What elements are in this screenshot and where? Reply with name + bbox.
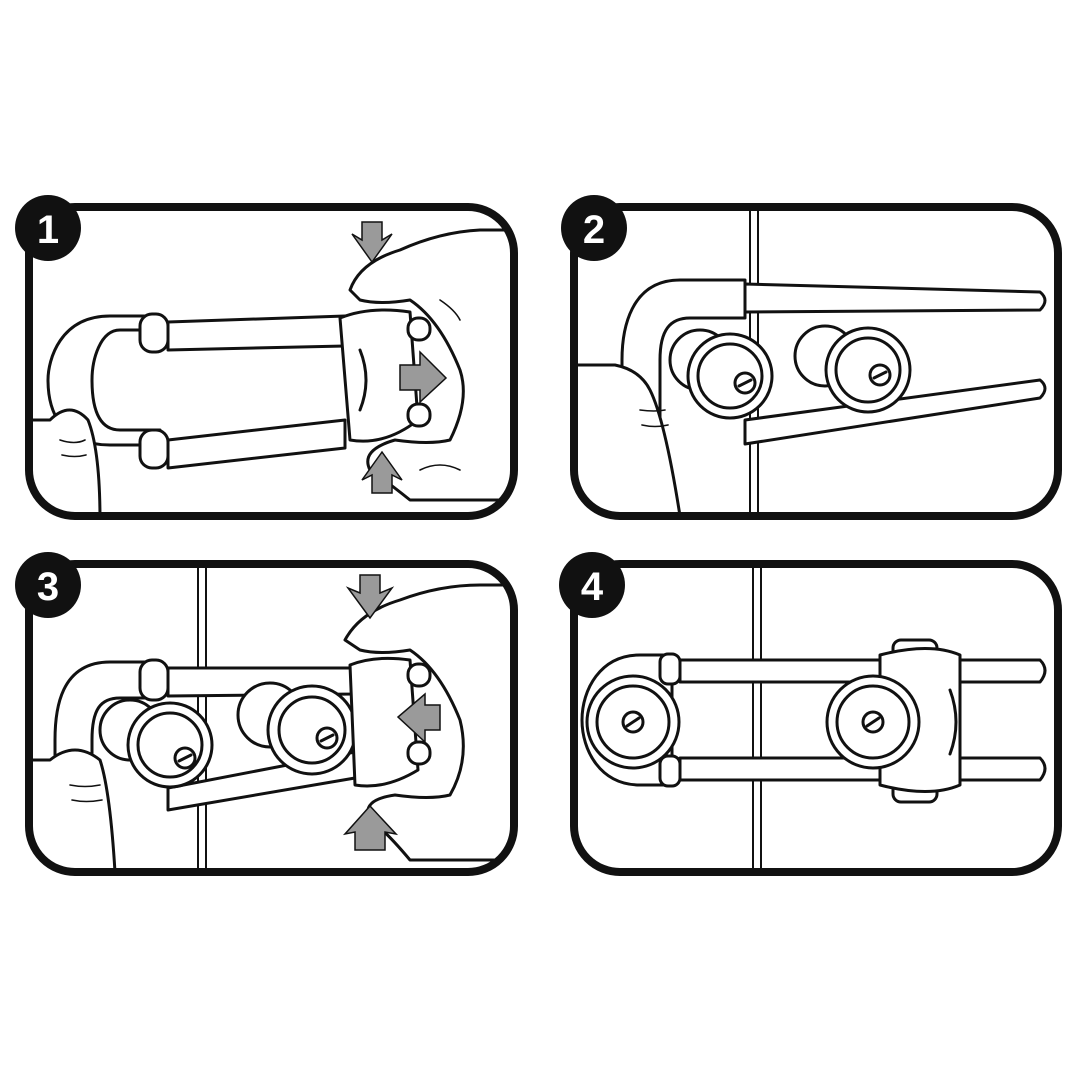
cabinet-knob-left	[585, 674, 681, 770]
cabinet-knob-left	[668, 328, 774, 420]
step-3-panel: 3	[15, 552, 518, 876]
lock-slider	[348, 656, 432, 788]
squeeze-arrow-top	[351, 221, 393, 264]
push-arrow-left	[396, 692, 441, 744]
hand-left	[29, 748, 117, 872]
step-1-panel: 1	[15, 195, 518, 520]
step-number: 4	[581, 565, 604, 609]
cabinet-knob-right	[793, 324, 912, 414]
panel-frame	[25, 560, 518, 876]
step-4-panel: 4	[559, 552, 1062, 876]
hand-left	[574, 363, 682, 516]
squeeze-arrow-bottom	[342, 804, 399, 851]
hand-left	[29, 408, 102, 516]
panel-frame	[570, 203, 1062, 520]
cabinet-knob-right	[825, 674, 921, 770]
push-arrow-right	[399, 350, 448, 404]
hand-right	[343, 583, 514, 862]
step-number: 3	[37, 565, 59, 609]
step-badge: 3	[15, 552, 81, 618]
step-2-panel: 2	[561, 195, 1062, 520]
squeeze-arrow-top	[345, 574, 395, 620]
lock-slider	[338, 308, 432, 443]
step-badge: 1	[15, 195, 81, 261]
panel-frame	[570, 560, 1062, 876]
step-number: 1	[37, 208, 59, 252]
squeeze-arrow-bottom	[361, 450, 403, 494]
panel-frame	[25, 203, 518, 520]
cabinet-knob-right	[236, 681, 358, 776]
step-number: 2	[583, 208, 605, 252]
hand-right	[348, 228, 514, 502]
step-badge: 2	[561, 195, 627, 261]
step-badge: 4	[559, 552, 625, 618]
cabinet-knob-left	[98, 698, 214, 789]
